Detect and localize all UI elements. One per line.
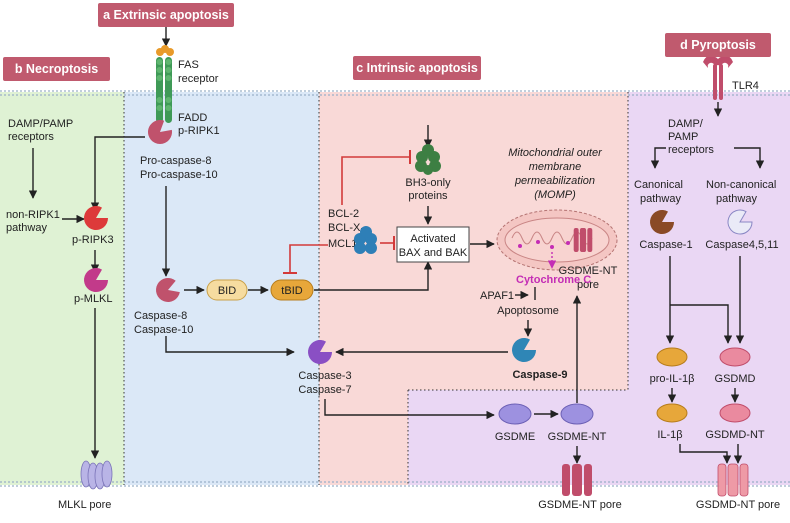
gsdmd-nt-icon xyxy=(719,403,751,423)
bh3-only-icon xyxy=(415,144,441,175)
tbid-label: tBID xyxy=(281,285,302,297)
damp-pamp-b-2: receptors xyxy=(8,131,54,143)
arrow-damp-noncanonical xyxy=(734,147,765,169)
mlkl-pore-label: MLKL pore xyxy=(58,499,111,511)
fadd-label: FADD xyxy=(178,112,207,124)
gsdme-label: GSDME xyxy=(495,431,535,443)
gsdmd-nt-pore-icon xyxy=(717,463,749,497)
pro-il1b-icon xyxy=(656,347,688,367)
gsdme-icon xyxy=(498,403,532,425)
caspase-9-label: Caspase-9 xyxy=(512,369,567,381)
canonical-2: pathway xyxy=(640,193,681,205)
gsdmd-icon xyxy=(719,347,751,367)
damp-d-3: receptors xyxy=(668,144,714,156)
bcl2-label: BCL-2 xyxy=(328,208,359,220)
gsdme-nt-label: GSDME-NT xyxy=(548,431,607,443)
gsdmd-label: GSDMD xyxy=(715,373,756,385)
arrow-casp8-casp3 xyxy=(165,336,295,357)
necroptosis-region xyxy=(0,92,124,485)
fas-receptor-label-2: receptor xyxy=(178,73,219,85)
non-ripk1-2: pathway xyxy=(6,222,47,234)
momp-2: membrane xyxy=(529,161,582,173)
gsdme-nt-pore-icon xyxy=(562,464,592,496)
gsdmd-nt-label: GSDMD-NT xyxy=(705,429,765,441)
gsdme-nt-pore-upper-1: GSDME-NT xyxy=(559,265,618,277)
caspase-10-label: Caspase-10 xyxy=(134,324,193,336)
bax-label-2: BAX and BAK xyxy=(399,247,468,259)
fas-receptor-label-1: FAS xyxy=(178,59,199,71)
p-ripk3-label: p-RIPK3 xyxy=(72,234,114,246)
momp-1: Mitochondrial outer xyxy=(508,147,603,159)
gsdme-nt-mito-pore-icon xyxy=(573,228,593,252)
inhibit-bcl2-tbid xyxy=(289,244,328,272)
gsdme-nt-pore-upper-2: pore xyxy=(577,279,599,291)
header-necroptosis: b Necroptosis xyxy=(3,57,110,81)
header-pyroptosis: d Pyroptosis xyxy=(665,33,771,57)
cytochrome-c-label: Cytochrome C xyxy=(516,274,591,286)
inhibit-bcl2-bh3 xyxy=(341,156,410,205)
non-ripk1-1: non-RIPK1 xyxy=(6,209,60,221)
tbid-node xyxy=(270,279,314,301)
bid-node xyxy=(206,279,248,301)
canonical-1: Canonical xyxy=(634,179,683,191)
momp-3: permeabilization xyxy=(514,175,595,187)
caspase-8-label: Caspase-8 xyxy=(134,310,187,322)
tlr4-icon xyxy=(703,55,733,100)
bid-label: BID xyxy=(218,285,236,297)
gsdme-nt-pore-label: GSDME-NT pore xyxy=(538,499,622,511)
mcl1-label: MCL1 xyxy=(328,238,357,250)
caspase-3-label: Caspase-3 xyxy=(298,370,351,382)
il1b-icon xyxy=(656,403,688,423)
mlkl-pore-icon xyxy=(80,460,113,490)
header-intrinsic-apoptosis: c Intrinsic apoptosis xyxy=(353,56,481,80)
damp-d-2: PAMP xyxy=(668,131,698,143)
p-ripk1-label: p-RIPK1 xyxy=(178,125,220,137)
bax-label-1: Activated xyxy=(410,233,455,245)
gsdmd-nt-pore-label: GSDMD-NT pore xyxy=(696,499,780,511)
caspase-7-label: Caspase-7 xyxy=(298,384,351,396)
apoptosome-label: Apoptosome xyxy=(497,305,559,317)
gsdme-nt-icon xyxy=(560,403,594,425)
arrow-ripk1-ripk3 xyxy=(90,136,145,211)
bcl2-icon xyxy=(354,226,377,254)
header-extrinsic-apoptosis: a Extrinsic apoptosis xyxy=(98,3,234,27)
damp-pamp-b-1: DAMP/PAMP xyxy=(8,118,73,130)
damp-d-1: DAMP/ xyxy=(668,118,704,130)
bclxl-label: BCL-X xyxy=(328,222,361,234)
activated-bax-bak-box xyxy=(396,226,470,263)
arrow-il1b-pore xyxy=(679,444,732,464)
pro-il1b-label: pro-IL-1β xyxy=(650,373,695,385)
caspase-4-5-11-label: Caspase4,5,11 xyxy=(705,239,778,251)
mitochondrion-icon xyxy=(496,209,618,271)
caspase-1-label: Caspase-1 xyxy=(639,239,692,251)
noncanonical-2: pathway xyxy=(716,193,757,205)
momp-4: (MOMP) xyxy=(534,189,576,201)
noncanonical-1: Non-canonical xyxy=(706,179,776,191)
il1b-label: IL-1β xyxy=(657,429,682,441)
arrow-casp3-gsdme xyxy=(324,399,495,420)
arrow-damp-canonical xyxy=(650,147,666,169)
tlr4-label: TLR4 xyxy=(732,80,759,92)
p-mlkl-label: p-MLKL xyxy=(74,293,113,305)
pro-caspase-10-label: Pro-caspase-10 xyxy=(140,169,218,181)
pro-caspase-8-label: Pro-caspase-8 xyxy=(140,155,212,167)
apaf1-label: APAF1 xyxy=(480,290,514,302)
arrow-casp1-gsdmd xyxy=(670,304,733,344)
bh3-label-1: BH3-only xyxy=(405,177,451,189)
fas-receptor-icon xyxy=(156,45,174,123)
arrow-tbid-bax xyxy=(314,261,433,291)
bh3-label-2: proteins xyxy=(408,190,448,202)
